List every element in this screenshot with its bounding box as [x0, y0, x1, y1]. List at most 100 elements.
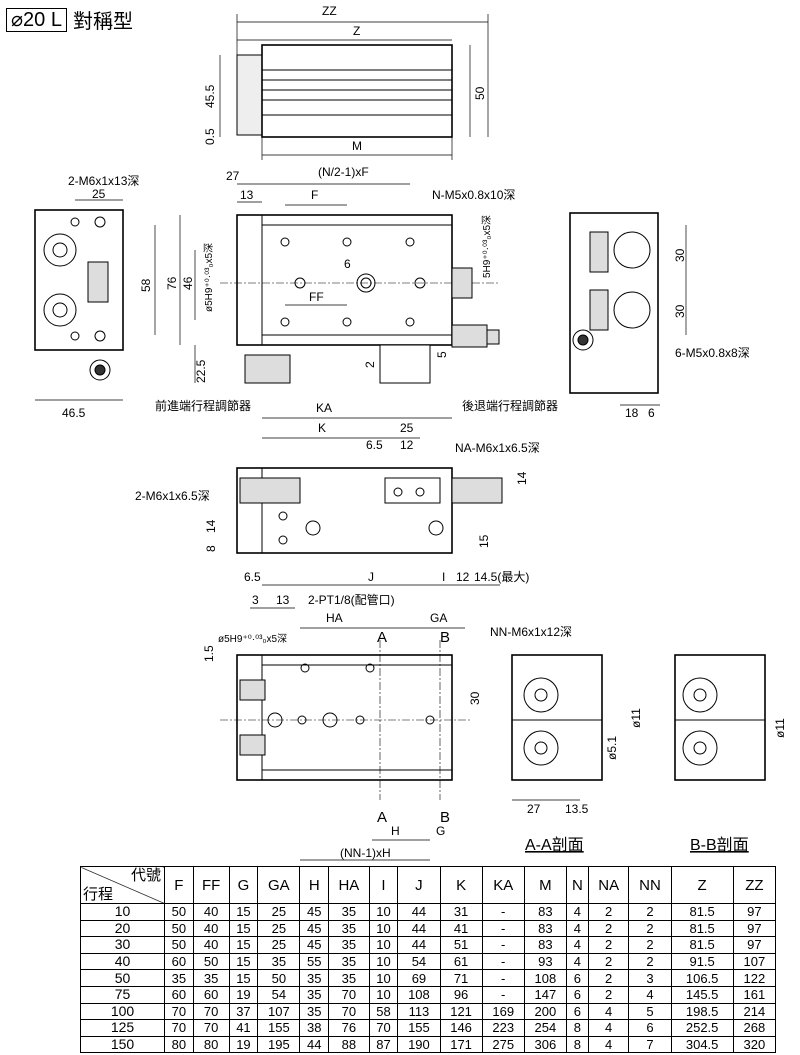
dim-14-left: 14	[204, 519, 218, 533]
value-cell: 35	[192, 969, 230, 987]
callout-pt: 2-PT1/8(配管口)	[308, 592, 395, 607]
type-label: 對稱型	[72, 11, 133, 33]
section-mark-b-bottom: B	[440, 809, 450, 826]
value-cell: 10	[368, 969, 399, 987]
value-cell: 55	[299, 952, 330, 971]
dim-6: 6	[344, 257, 351, 271]
value-cell: 71	[439, 969, 483, 987]
dim-5: 5	[435, 351, 449, 358]
stroke-cell: 150	[80, 1035, 165, 1054]
value-cell: 2	[587, 903, 630, 921]
dim-1-5: 1.5	[202, 645, 216, 662]
value-cell: 122	[732, 969, 777, 987]
value-cell: 35	[299, 969, 330, 987]
value-cell: 25	[257, 936, 301, 954]
callout-m6-13: 2-M6x1x13深	[68, 174, 139, 188]
left-view: 2-M6x1x13深 25 58 46.5	[34, 174, 156, 420]
value-cell: 15	[228, 952, 259, 971]
value-cell: 10	[368, 919, 399, 938]
stroke-cell: 50	[80, 969, 165, 987]
dim-30-lower: 30	[673, 304, 687, 318]
value-cell: 10	[368, 985, 399, 1004]
value-cell: 41	[228, 1019, 259, 1037]
callout-pin-front: ø5H9⁺⁰·⁰³₀x5深	[203, 243, 215, 312]
value-cell: 214	[732, 1002, 777, 1021]
dim-6-right: 6	[648, 406, 655, 420]
value-cell: 35	[328, 936, 370, 954]
value-cell: 2	[628, 936, 672, 954]
column-header-g: G	[228, 866, 259, 904]
value-cell: 81.5	[670, 919, 734, 938]
dim-14-right: 14	[515, 471, 529, 485]
value-cell: 93	[523, 952, 567, 971]
value-cell: 83	[523, 919, 567, 938]
dim-6-5-bottom: 6.5	[244, 570, 261, 584]
section-mark-a-bottom: A	[377, 809, 387, 826]
value-cell: -	[481, 903, 525, 921]
dim-8: 8	[204, 545, 218, 552]
column-header-m: M	[523, 866, 567, 904]
value-cell: 4	[628, 985, 672, 1004]
value-cell: 40	[192, 919, 230, 938]
value-cell: 81.5	[670, 936, 734, 954]
value-cell: 106.5	[670, 969, 734, 987]
dim-m: M	[352, 139, 362, 153]
value-cell: 87	[368, 1035, 399, 1054]
value-cell: 108	[397, 985, 441, 1004]
column-header-k: K	[439, 866, 483, 904]
value-cell: 2	[587, 985, 630, 1004]
value-cell: 40	[192, 903, 230, 921]
value-cell: 171	[439, 1035, 483, 1054]
section-views: 27 13.5 ø5.1 ø11 ø11 A-A剖面 B-B剖面	[511, 654, 787, 854]
value-cell: 31	[439, 903, 483, 921]
dim-g: G	[436, 824, 445, 838]
value-cell: 6	[565, 969, 589, 987]
value-cell: 252.5	[670, 1019, 734, 1037]
value-cell: 146	[439, 1019, 483, 1037]
value-cell: -	[481, 985, 525, 1004]
value-cell: 161	[732, 985, 777, 1004]
column-header-f: F	[164, 866, 194, 904]
value-cell: 2	[587, 969, 630, 987]
corner-stroke-label: 行程	[83, 886, 114, 903]
dim-j: J	[368, 570, 374, 584]
value-cell: 155	[397, 1019, 441, 1037]
column-header-z: Z	[670, 866, 734, 904]
column-header-ka: KA	[481, 866, 525, 904]
value-cell: 88	[328, 1035, 370, 1054]
value-cell: 45	[299, 919, 330, 938]
callout-na-m6: NA-M6x1x6.5深	[455, 441, 540, 455]
value-cell: 15	[228, 919, 259, 938]
label-front-adjuster: 前進端行程調節器	[155, 398, 251, 413]
value-cell: 70	[328, 985, 370, 1004]
column-header-ga: GA	[257, 866, 301, 904]
value-cell: 54	[257, 985, 301, 1004]
value-cell: 35	[328, 952, 370, 971]
dim-13-5: 13.5	[565, 802, 589, 816]
value-cell: 35	[164, 969, 194, 987]
value-cell: 223	[481, 1019, 525, 1037]
value-cell: 2	[628, 919, 672, 938]
value-cell: 5	[628, 1002, 672, 1021]
value-cell: 107	[257, 1002, 301, 1021]
column-header-na: NA	[587, 866, 630, 904]
value-cell: 81.5	[670, 903, 734, 921]
value-cell: 97	[732, 903, 777, 921]
dim-3: 3	[252, 593, 259, 607]
value-cell: 58	[368, 1002, 399, 1021]
corner-code-label: 代號	[130, 867, 161, 884]
dim-25-left: 25	[92, 187, 106, 201]
value-cell: 169	[481, 1002, 525, 1021]
value-cell: 50	[164, 903, 194, 921]
dim-22-5: 22.5	[194, 359, 208, 383]
dim-45-5: 45.5	[203, 84, 217, 108]
dim-n2-f: (N/2-1)xF	[318, 165, 369, 179]
value-cell: 96	[439, 985, 483, 1004]
section-label-aa: A-A剖面	[525, 836, 584, 854]
value-cell: 44	[397, 903, 441, 921]
dim-nn-h: (NN-1)xH	[340, 846, 391, 860]
value-cell: 107	[732, 952, 777, 971]
